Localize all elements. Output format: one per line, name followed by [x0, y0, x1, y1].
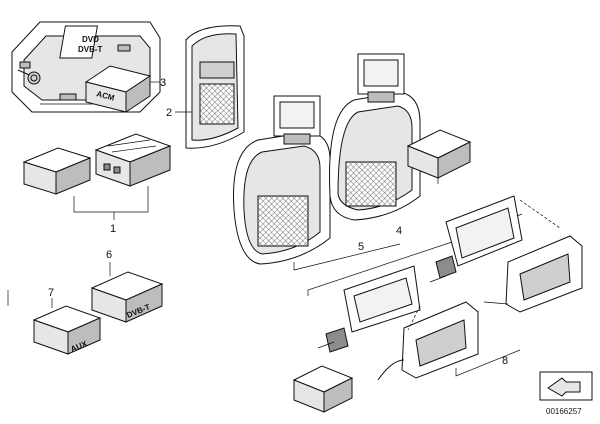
callout-6: 6 — [106, 249, 112, 261]
housing-upper — [483, 235, 583, 313]
monitor-lower — [317, 265, 421, 353]
monitor-upper — [429, 195, 523, 283]
box-right-of-seats — [406, 129, 472, 179]
housing-lower — [377, 301, 479, 381]
item-1-box-left — [22, 147, 92, 195]
cursor-arrow-icon — [539, 371, 593, 401]
callout-3: 3 — [160, 77, 166, 89]
aux-box: AUX — [32, 305, 102, 355]
item-1-module — [94, 133, 172, 187]
seat-left — [233, 95, 331, 265]
callout-2: 2 — [166, 107, 172, 119]
callout-5: 5 — [358, 241, 364, 253]
callout-8: 8 — [502, 355, 508, 367]
dvd-label: DVD — [82, 35, 99, 44]
callout-4: 4 — [396, 225, 402, 237]
dvb-t-small-label: DVB-T — [78, 45, 103, 54]
callout-7: 7 — [48, 287, 54, 299]
catalog-number: 00166257 — [546, 407, 582, 416]
dvb-t-box: DVB-T — [90, 271, 164, 323]
seat-right — [329, 53, 421, 221]
acm-module-box: ACM — [84, 65, 152, 113]
callout-1: 1 — [110, 223, 116, 235]
box-bottom-center — [292, 365, 354, 413]
seat-back-panel — [185, 25, 245, 149]
